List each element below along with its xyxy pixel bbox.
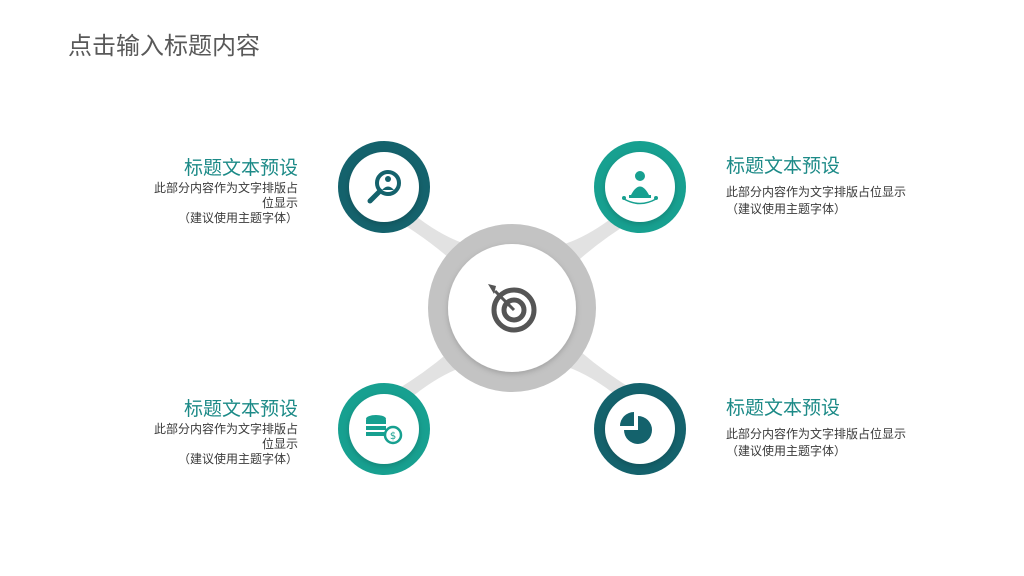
item-desc-line: 此部分内容作为文字排版占位显示	[726, 427, 907, 441]
item-desc-line: 此部分内容作为文字排版占	[153, 181, 298, 195]
svg-text:$: $	[390, 431, 396, 442]
person-options-icon	[622, 171, 658, 205]
page-title: 点击输入标题内容	[68, 32, 260, 60]
magnifier-person-icon	[367, 170, 401, 204]
item-desc-line: （建议使用主题字体）	[177, 452, 298, 466]
item-heading: 标题文本预设	[726, 155, 841, 177]
text-block-top-right: 标题文本预设 此部分内容作为文字排版占位显示 （建议使用主题字体）	[726, 153, 906, 217]
item-desc-line: （建议使用主题字体）	[726, 444, 847, 458]
node-bottom-left[interactable]: $	[338, 383, 430, 475]
item-desc-line: 此部分内容作为文字排版占位显示	[726, 185, 907, 199]
node-top-right[interactable]	[594, 141, 686, 233]
item-heading: 标题文本预设	[183, 398, 298, 420]
text-block-bottom-left: 标题文本预设 此部分内容作为文字排版占 位显示 （建议使用主题字体）	[154, 396, 298, 467]
target-arrow-icon	[488, 284, 537, 333]
item-desc-line: 位显示	[261, 437, 298, 451]
node-top-left[interactable]	[338, 141, 430, 233]
text-block-top-left: 标题文本预设 此部分内容作为文字排版占 位显示 （建议使用主题字体）	[154, 155, 298, 226]
item-desc-line: 位显示	[261, 196, 298, 210]
item-desc-line: 此部分内容作为文字排版占	[153, 422, 298, 436]
item-desc-line: （建议使用主题字体）	[726, 202, 847, 216]
item-desc-line: （建议使用主题字体）	[177, 211, 298, 225]
item-heading: 标题文本预设	[726, 397, 841, 419]
text-block-bottom-right: 标题文本预设 此部分内容作为文字排版占位显示 （建议使用主题字体）	[726, 395, 906, 459]
coins-dollar-icon: $	[366, 415, 403, 445]
center-hub	[428, 224, 596, 392]
node-bottom-right[interactable]	[594, 383, 686, 475]
item-heading: 标题文本预设	[183, 157, 298, 179]
pie-chart-icon	[620, 412, 652, 444]
